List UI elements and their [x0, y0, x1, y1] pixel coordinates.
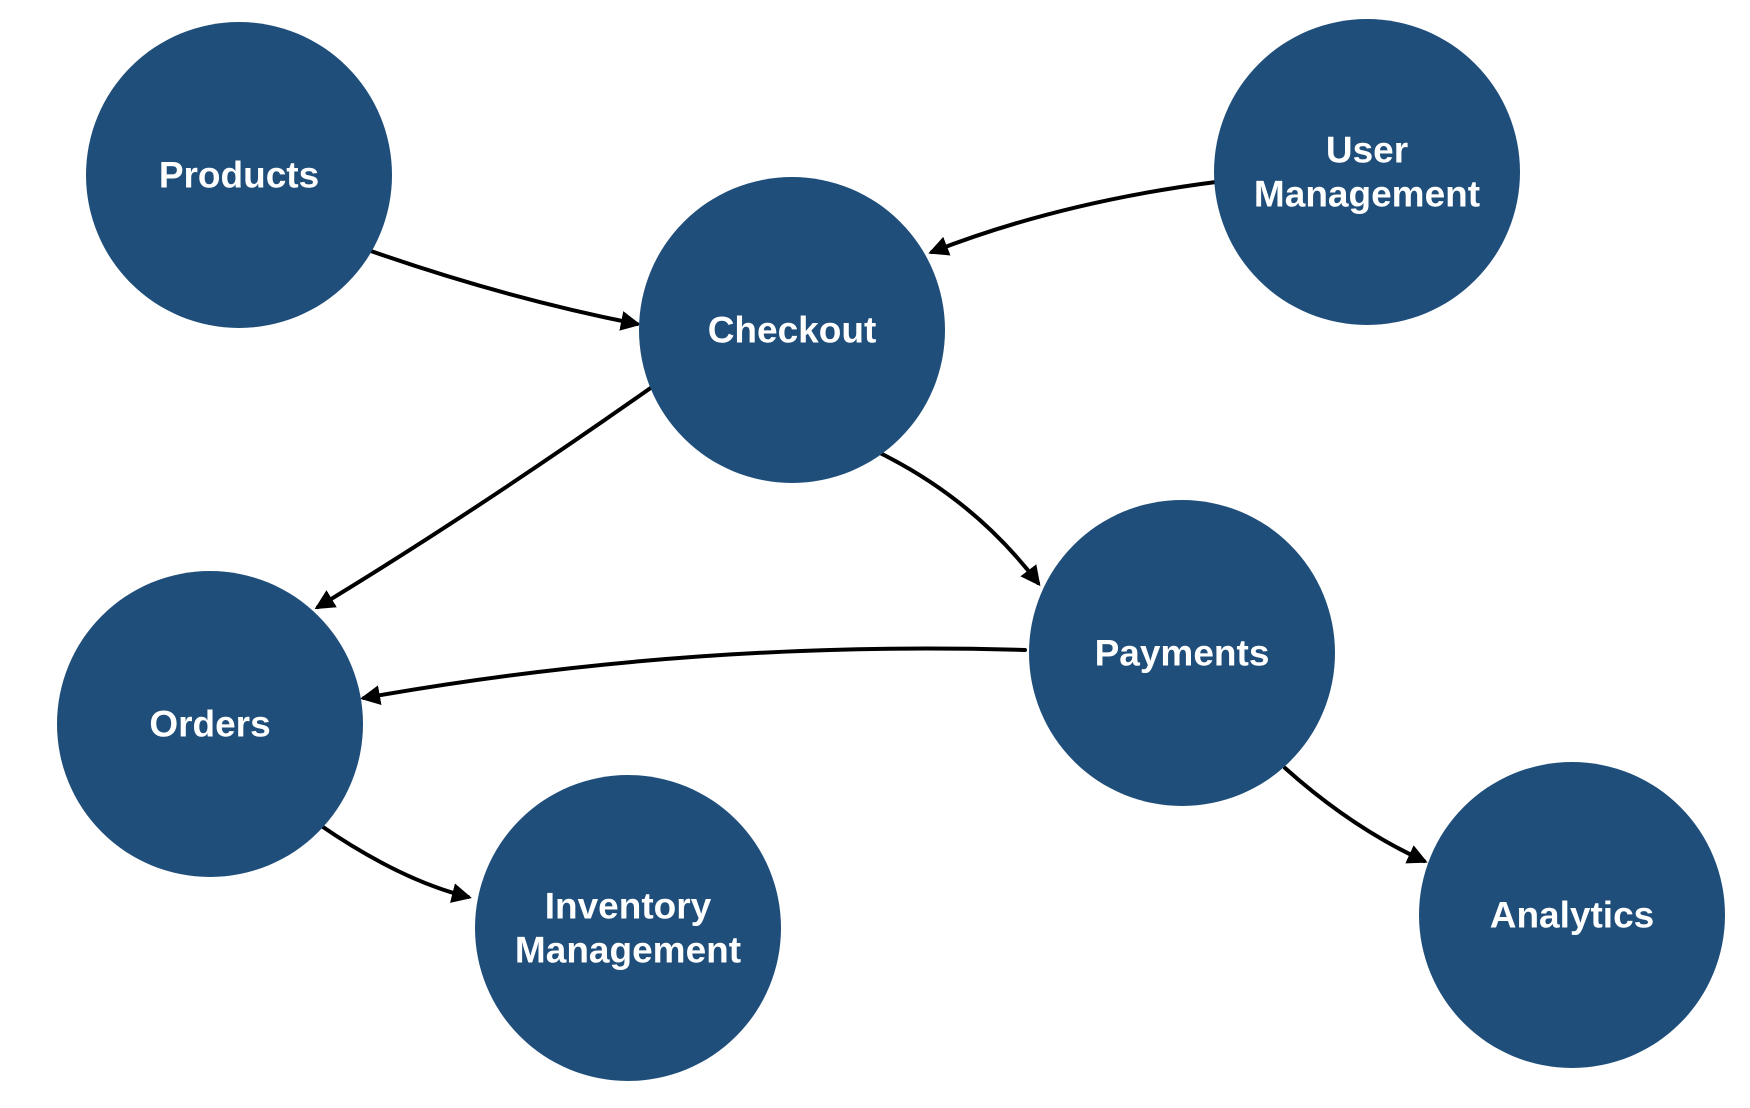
node-payments: Payments: [1029, 500, 1335, 806]
node-products-label: Products: [159, 155, 319, 196]
edge-checkout-to-payments: [878, 451, 1041, 587]
node-layer: ProductsUserManagementCheckoutOrdersPaym…: [57, 19, 1725, 1081]
node-analytics: Analytics: [1419, 762, 1725, 1068]
node-user-management-label: User: [1326, 130, 1408, 171]
node-products-circle[interactable]: [86, 22, 392, 328]
node-analytics-label: Analytics: [1490, 895, 1655, 936]
edge-orders-to-inventory-management: [318, 823, 472, 903]
edge-products-to-checkout: [366, 248, 641, 331]
edge-payments-to-orders: [360, 646, 1027, 706]
node-orders-circle[interactable]: [57, 571, 363, 877]
node-inventory-management-label: Inventory: [545, 886, 712, 927]
edge-checkout-to-orders: [314, 385, 654, 610]
node-products: Products: [86, 22, 392, 328]
edge-layer: [314, 180, 1428, 903]
edge-payments-to-analytics: [1283, 766, 1428, 864]
node-user-management-label: Management: [1254, 174, 1480, 215]
node-payments-label: Payments: [1095, 633, 1270, 674]
node-inventory-management-circle[interactable]: [475, 775, 781, 1081]
node-checkout: Checkout: [639, 177, 945, 483]
node-checkout-circle[interactable]: [639, 177, 945, 483]
node-inventory-management-label: Management: [515, 930, 741, 971]
edge-user-management-to-checkout: [928, 180, 1218, 256]
node-payments-circle[interactable]: [1029, 500, 1335, 806]
node-checkout-label: Checkout: [708, 310, 877, 351]
node-analytics-circle[interactable]: [1419, 762, 1725, 1068]
node-user-management-circle[interactable]: [1214, 19, 1520, 325]
node-orders: Orders: [57, 571, 363, 877]
node-orders-label: Orders: [149, 704, 270, 745]
